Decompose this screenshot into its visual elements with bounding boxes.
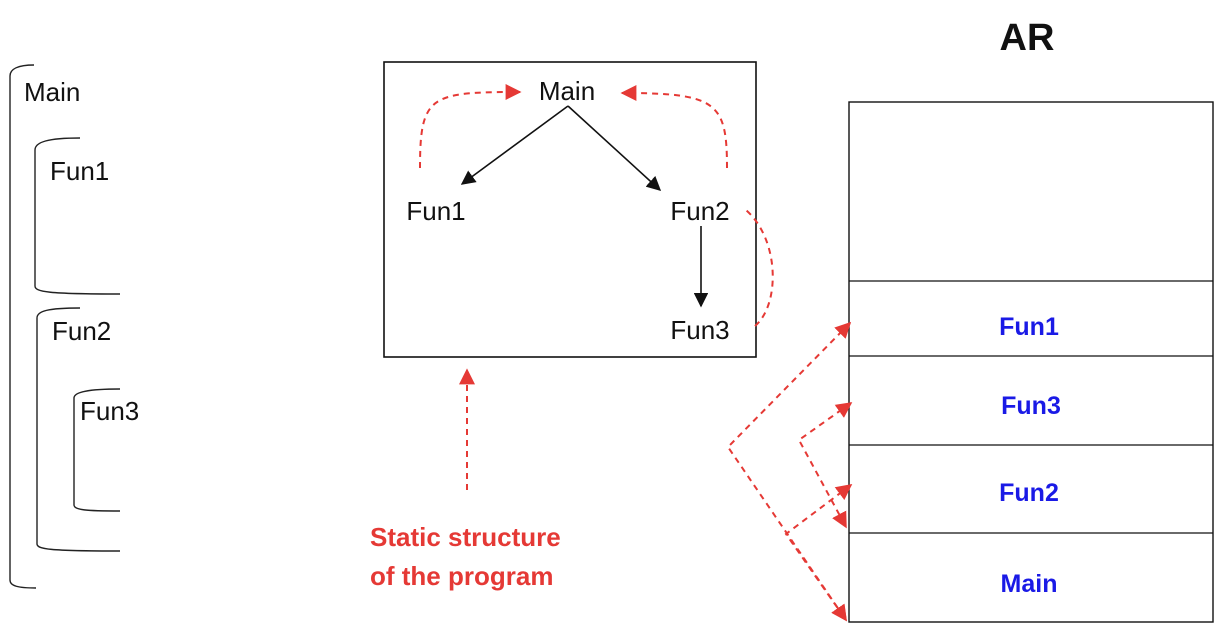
fun2-bracket [36, 307, 121, 552]
edge-main-fun2 [567, 105, 662, 191]
static-link-fun1-main [419, 84, 522, 169]
stack-frame [848, 101, 1214, 623]
edge-main-fun1 [460, 105, 569, 185]
ar-static-link-fun1-main [726, 321, 852, 622]
ar-frame-fun1: Fun1 [999, 313, 1059, 341]
code-fun2-label: Fun2 [52, 316, 111, 346]
activation-record-stack: AR Fun1 Fun3 Fun2 Main [726, 17, 1214, 623]
tree-main-label: Main [539, 76, 595, 106]
code-fun3-label: Fun3 [80, 396, 139, 426]
tree-frame [383, 61, 757, 358]
tree-fun1-label: Fun1 [406, 196, 465, 226]
ar-static-link-fun3-fun2 [797, 402, 853, 529]
static-tree: Main Fun1 Fun2 Fun3 [383, 61, 774, 358]
ar-frame-main: Main [1001, 570, 1058, 598]
ar-frame-fun3: Fun3 [1001, 392, 1061, 420]
code-fun1-label: Fun1 [50, 156, 109, 186]
code-structure: Main Fun1 Fun2 Fun3 [9, 64, 139, 589]
stack-title: AR [1000, 17, 1055, 59]
fun3-bracket [73, 388, 121, 512]
static-link-fun3-fun2 [745, 209, 774, 327]
tree-fun3-label: Fun3 [670, 315, 729, 345]
caption-line-2: of the program [370, 561, 553, 591]
code-main-label: Main [24, 77, 80, 107]
ar-frame-fun2: Fun2 [999, 479, 1059, 507]
tree-fun2-label: Fun2 [670, 196, 729, 226]
ar-static-link-fun2-main [784, 484, 853, 622]
caption-line-1: Static structure [370, 522, 561, 552]
main-bracket [9, 64, 37, 589]
fun1-bracket [34, 137, 121, 295]
static-link-fun2-main [620, 85, 728, 169]
